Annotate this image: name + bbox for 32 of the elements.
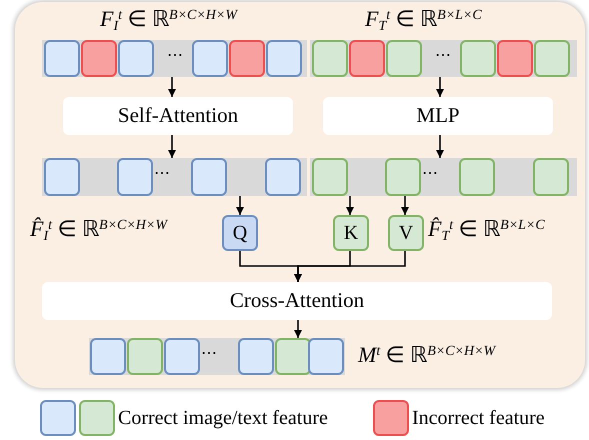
ellipsis: ⋯ [167,46,183,66]
arrow [436,135,444,158]
math-formula: F̂$_{I}$$^{t}$ ∈ ℝ$^{B×C×H×W}$ [30,215,168,244]
arrow [294,251,406,282]
math-formula: F$_{T}$$^{t}$ ∈ ℝ$^{B×L×C}$ [365,5,482,34]
legend-text: Incorrect feature [412,406,545,431]
arrow [401,196,409,215]
arrow [294,320,302,338]
process-block: MLP [323,97,553,135]
process-block: Self-Attention [63,97,293,135]
arrow [436,77,444,97]
arrow [346,196,354,215]
arrow [168,135,176,158]
ellipsis: ⋯ [154,164,170,184]
token-sequence-bar [42,40,307,77]
math-formula: M$^{t}$ ∈ ℝ$^{B×C×H×W}$ [358,341,496,369]
legend-text: Correct image/text feature [118,406,328,431]
arrow [168,77,176,97]
math-formula: F$_{I}$$^{t}$ ∈ ℝ$^{B×C×H×W}$ [100,5,238,34]
key-box: V [388,215,424,251]
ellipsis: ⋯ [422,164,438,184]
arrow [236,196,244,215]
ellipsis: ⋯ [201,344,217,364]
key-box: Q [222,215,258,251]
token-sequence-bar [42,158,307,196]
key-box: K [333,215,369,251]
process-block: Cross-Attention [42,282,552,320]
ellipsis: ⋯ [435,46,451,66]
math-formula: F̂$_{T}$$^{t}$ ∈ ℝ$^{B×L×C}$ [428,215,545,244]
token-sequence-bar [310,40,577,77]
token-sequence-bar [89,338,345,375]
token-sequence-bar [310,158,577,196]
